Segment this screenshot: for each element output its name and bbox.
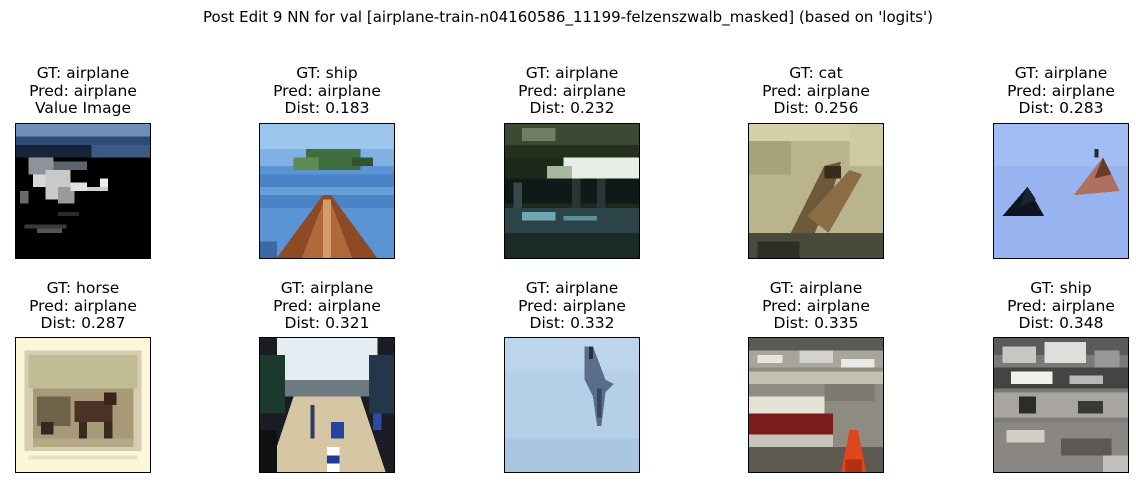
panel-caption: GT: airplane Pred: airplane Value Image xyxy=(0,64,191,118)
runway-fisheye-image xyxy=(259,337,395,473)
panel-caption: GT: cat Pred: airplane Dist: 0.256 xyxy=(708,64,924,118)
pred-label: Pred: airplane xyxy=(762,296,870,315)
gt-label: GT: cat xyxy=(789,64,843,82)
pred-label: Pred: airplane xyxy=(762,81,870,100)
gt-label: GT: airplane xyxy=(525,64,619,82)
cat-image xyxy=(748,123,884,259)
dist-label: Dist: 0.232 xyxy=(529,99,615,117)
planes-parked-image xyxy=(748,337,884,473)
dist-label: Dist: 0.335 xyxy=(773,314,859,332)
horse-carriage-image xyxy=(15,337,151,473)
figure-title: Post Edit 9 NN for val [airplane-train-n… xyxy=(202,8,934,26)
pred-label: Pred: airplane xyxy=(273,296,381,315)
panel-caption: GT: airplane Pred: airplane Dist: 0.332 xyxy=(464,279,680,333)
gt-label: GT: horse xyxy=(46,279,120,297)
jet-in-sky-image xyxy=(504,337,640,473)
dist-label: Dist: 0.256 xyxy=(773,99,859,117)
masked-airplane-image xyxy=(15,123,151,259)
harbor-boats-image xyxy=(993,337,1129,473)
pred-label: Pred: airplane xyxy=(518,81,626,100)
dist-label: Dist: 0.183 xyxy=(284,99,370,117)
panel-caption: GT: horse Pred: airplane Dist: 0.287 xyxy=(0,279,191,333)
pred-label: Pred: airplane xyxy=(1007,296,1115,315)
panel-caption: GT: airplane Pred: airplane Dist: 0.335 xyxy=(708,279,924,333)
pred-label: Pred: airplane xyxy=(518,296,626,315)
pred-label: Pred: airplane xyxy=(29,296,137,315)
pred-label: Pred: airplane xyxy=(29,81,137,100)
panel-caption: GT: ship Pred: airplane Dist: 0.348 xyxy=(953,279,1136,333)
pred-label: Pred: airplane xyxy=(273,81,381,100)
dist-label: Dist: 0.321 xyxy=(284,314,370,332)
dist-label: Dist: 0.332 xyxy=(529,314,615,332)
gt-label: GT: ship xyxy=(296,64,358,82)
panel-caption: GT: airplane Pred: airplane Dist: 0.232 xyxy=(464,64,680,118)
panel-caption: GT: airplane Pred: airplane Dist: 0.283 xyxy=(953,64,1136,118)
gt-label: GT: airplane xyxy=(1014,64,1108,82)
gt-label: GT: airplane xyxy=(769,279,863,297)
panel-caption: GT: ship Pred: airplane Dist: 0.183 xyxy=(219,64,435,118)
gt-label: GT: airplane xyxy=(280,279,374,297)
value-label: Value Image xyxy=(34,99,132,117)
gt-label: GT: airplane xyxy=(525,279,619,297)
panel-caption: GT: airplane Pred: airplane Dist: 0.321 xyxy=(219,279,435,333)
boat-bow-image xyxy=(259,123,395,259)
hangar-interior-image xyxy=(504,123,640,259)
two-kites-image xyxy=(993,123,1129,259)
gt-label: GT: airplane xyxy=(36,64,130,82)
gt-label: GT: ship xyxy=(1030,279,1092,297)
dist-label: Dist: 0.348 xyxy=(1018,314,1104,332)
pred-label: Pred: airplane xyxy=(1007,81,1115,100)
dist-label: Dist: 0.283 xyxy=(1018,99,1104,117)
dist-label: Dist: 0.287 xyxy=(40,314,126,332)
